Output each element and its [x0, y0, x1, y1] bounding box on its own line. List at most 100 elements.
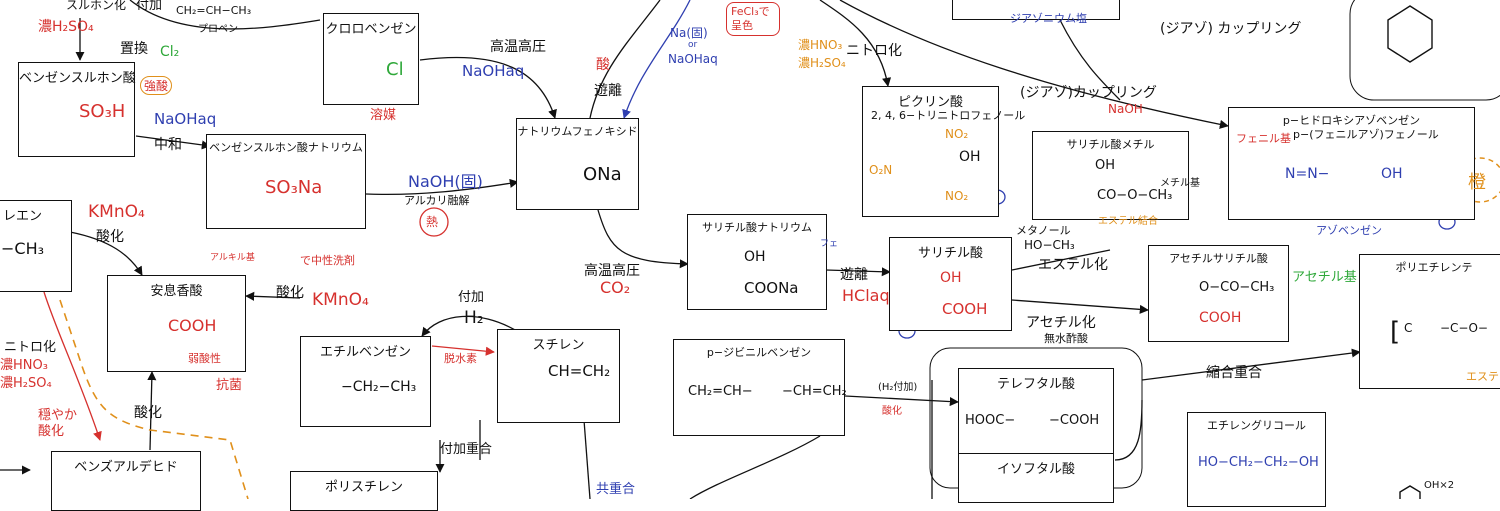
label-nitration-2: ニトロ化 [4, 340, 57, 355]
label-oxidation-4: 酸化 [882, 406, 902, 417]
label-liberation-1: 遊離 [594, 83, 622, 99]
box-title: 安息香酸 [150, 284, 203, 299]
vinyl-group: CH=CH₂ [548, 362, 611, 380]
benzoic-acid-box: 安息香酸 COOH [107, 275, 246, 372]
box-title: ベンズアルデヒド [74, 460, 178, 475]
label-diazo-coupling-2: (ジアゾ)カップリング [1020, 85, 1157, 101]
label-or: or [688, 40, 698, 50]
box-title: クロロベンゼン [325, 22, 417, 37]
label-fecl3: FeCl₃で呈色 [726, 2, 780, 36]
label-oxidation-1: 酸化 [96, 229, 124, 245]
label-copolymerization: 共重合 [596, 482, 636, 497]
azo-group: N=N− [1285, 166, 1330, 182]
label-naoh-1: NaOH [1108, 102, 1143, 116]
divinylbenzene-box: p−ジビニルベンゼン CH₂=CH− −CH=CH₂ [673, 339, 847, 436]
coona-group: COONa [744, 279, 799, 297]
label-conc-h2so4-1: 濃H₂SO₄ [798, 56, 846, 70]
toluene-box: レエン −CH₃ [0, 200, 72, 292]
label-conc-hno3-1: 濃HNO₃ [798, 38, 843, 52]
ethyl-group: −CH₂−CH₃ [341, 379, 417, 395]
label-cl2: Cl₂ [160, 44, 180, 60]
label-conc-h2so4-top: 濃H₂SO₄ [38, 19, 94, 35]
label-propene: CH₂=CH−CH₃ [176, 4, 252, 17]
ethylbenzene-box: エチルベンゼン −CH₂−CH₃ [300, 336, 431, 427]
box-title: p−ヒドロキシアゾベンゼン [1282, 114, 1421, 127]
oh-group: OH [744, 249, 766, 265]
label-ester-bond: エステル結合 [1098, 216, 1158, 227]
label-acetic-anhydride: 無水酢酸 [1044, 332, 1088, 345]
label-co2: CO₂ [600, 278, 631, 297]
label-ho-ch3: HO−CH₃ [1024, 238, 1075, 252]
terephthalic-acid-box: テレフタル酸 HOOC− −COOH [958, 368, 1114, 454]
label-solvent: 溶媒 [370, 108, 397, 123]
ona-group: ONa [583, 164, 622, 185]
label-propene-name: プロペン [198, 24, 238, 35]
pet-carbonyl: C [1404, 321, 1413, 335]
box-title: スチレン [532, 338, 585, 353]
label-oxidation-2: 酸化 [276, 285, 304, 301]
box-subtitle: 2, 4, 6−トリニトロフェノール [871, 109, 1026, 122]
oh-group: OH [940, 270, 962, 286]
box-title: p−ジビニルベンゼン [706, 346, 812, 359]
label-alkyl: アルキル基 [210, 253, 255, 263]
label-naoh-aq-1: NaOHaq [462, 62, 525, 80]
box-title: レエン [3, 209, 43, 224]
label-conc-h2so4-2: 濃H₂SO₄ [0, 376, 52, 391]
label-dehydrogenation: 脱水素 [444, 352, 477, 365]
label-mild-oxidation: 穏やか酸化 [38, 408, 78, 439]
styrene-box: スチレン CH=CH₂ [497, 329, 620, 423]
sodium-phenoxide-box: ナトリウムフェノキシド ONa [516, 118, 639, 210]
vinyl-right: −CH=CH₂ [782, 384, 847, 399]
label-high-tp-2: 高温高圧 [584, 263, 640, 279]
cooh-group: COOH [942, 300, 988, 318]
sodium-benzenesulfonate-box: ベンゼンスルホン酸ナトリウム SO₃Na [206, 134, 366, 229]
oh-group: OH [959, 149, 981, 165]
label-condensation-polymerization: 縮合重合 [1206, 365, 1262, 381]
pet-bracket: [ [1390, 317, 1401, 347]
label-detergent: で中性洗剤 [300, 254, 355, 267]
label-acetyl-group: アセチル基 [1292, 270, 1357, 285]
label-ester-tag: エステ [1466, 370, 1499, 383]
cl-substituent: Cl [386, 59, 404, 80]
acetylsalicylic-acid-box: アセチルサリチル酸 O−CO−CH₃ COOH [1148, 245, 1289, 342]
no2-top: NO₂ [945, 127, 969, 141]
label-liberation-2: 遊離 [840, 267, 868, 283]
benzenesulfonic-acid-box: ベンゼンスルホン酸 SO₃H [18, 62, 136, 157]
label-high-tp-1: 高温高圧 [490, 39, 546, 55]
label-azobenzene: アゾベンゼン [1316, 224, 1382, 237]
polystyrene-box: ポリスチレン [290, 471, 438, 511]
pet-tail: −C−O− [1440, 321, 1488, 335]
benzaldehyde-box: ベンズアルデヒド [51, 451, 201, 511]
chlorobenzene-box: クロロベンゼン Cl [323, 13, 419, 105]
box-title: サリチル酸メチル [1066, 138, 1155, 151]
label-addition-h2: 付加 [458, 290, 485, 305]
diazonium-box-partial [952, 0, 1120, 20]
box-title: ベンゼンスルホン酸ナトリウム [209, 141, 363, 154]
ch3-group: −CH₃ [1, 239, 45, 258]
label-naoh-solid: NaOH(固) [408, 172, 483, 191]
label-neutralization: 中和 [154, 137, 182, 153]
label-antibacterial: 抗菌 [216, 378, 243, 393]
pet-box: ポリエチレンテ [ C −C−O− [1359, 254, 1500, 389]
picric-acid-box: ピクリン酸 2, 4, 6−トリニトロフェノール NO₂ OH NO₂ O₂N [862, 86, 1025, 217]
label-heat: 熱 [426, 215, 439, 229]
no2-bottom: NO₂ [945, 189, 969, 203]
box-title: ナトリウムフェノキシド [517, 125, 638, 138]
glycol-formula: HO−CH₂−CH₂−OH [1198, 455, 1319, 470]
arrow-chloro-to-phenoxide [419, 56, 557, 119]
so3h-group: SO₃H [79, 101, 126, 122]
box-title: エチレングリコール [1207, 419, 1306, 432]
label-na-solid: Na(固) [670, 26, 708, 40]
o2n-group: O₂N [869, 163, 893, 177]
label-hcl-aq: HClaq [842, 286, 890, 305]
cooh-group: COOH [1199, 310, 1242, 326]
oh-group: OH [1381, 166, 1403, 182]
isophthalic-acid-box: イソフタル酸 [958, 453, 1114, 503]
label-methyl-group: メチル基 [1160, 178, 1200, 189]
cooh-group: COOH [168, 316, 217, 335]
label-conc-hno3-2: 濃HNO₃ [0, 358, 48, 373]
label-naoh-aq-2: NaOHaq [668, 52, 718, 66]
label-addition-top: 付加 [136, 0, 163, 13]
vinyl-left: CH₂=CH− [688, 384, 753, 399]
label-substitution: 置換 [120, 41, 148, 57]
